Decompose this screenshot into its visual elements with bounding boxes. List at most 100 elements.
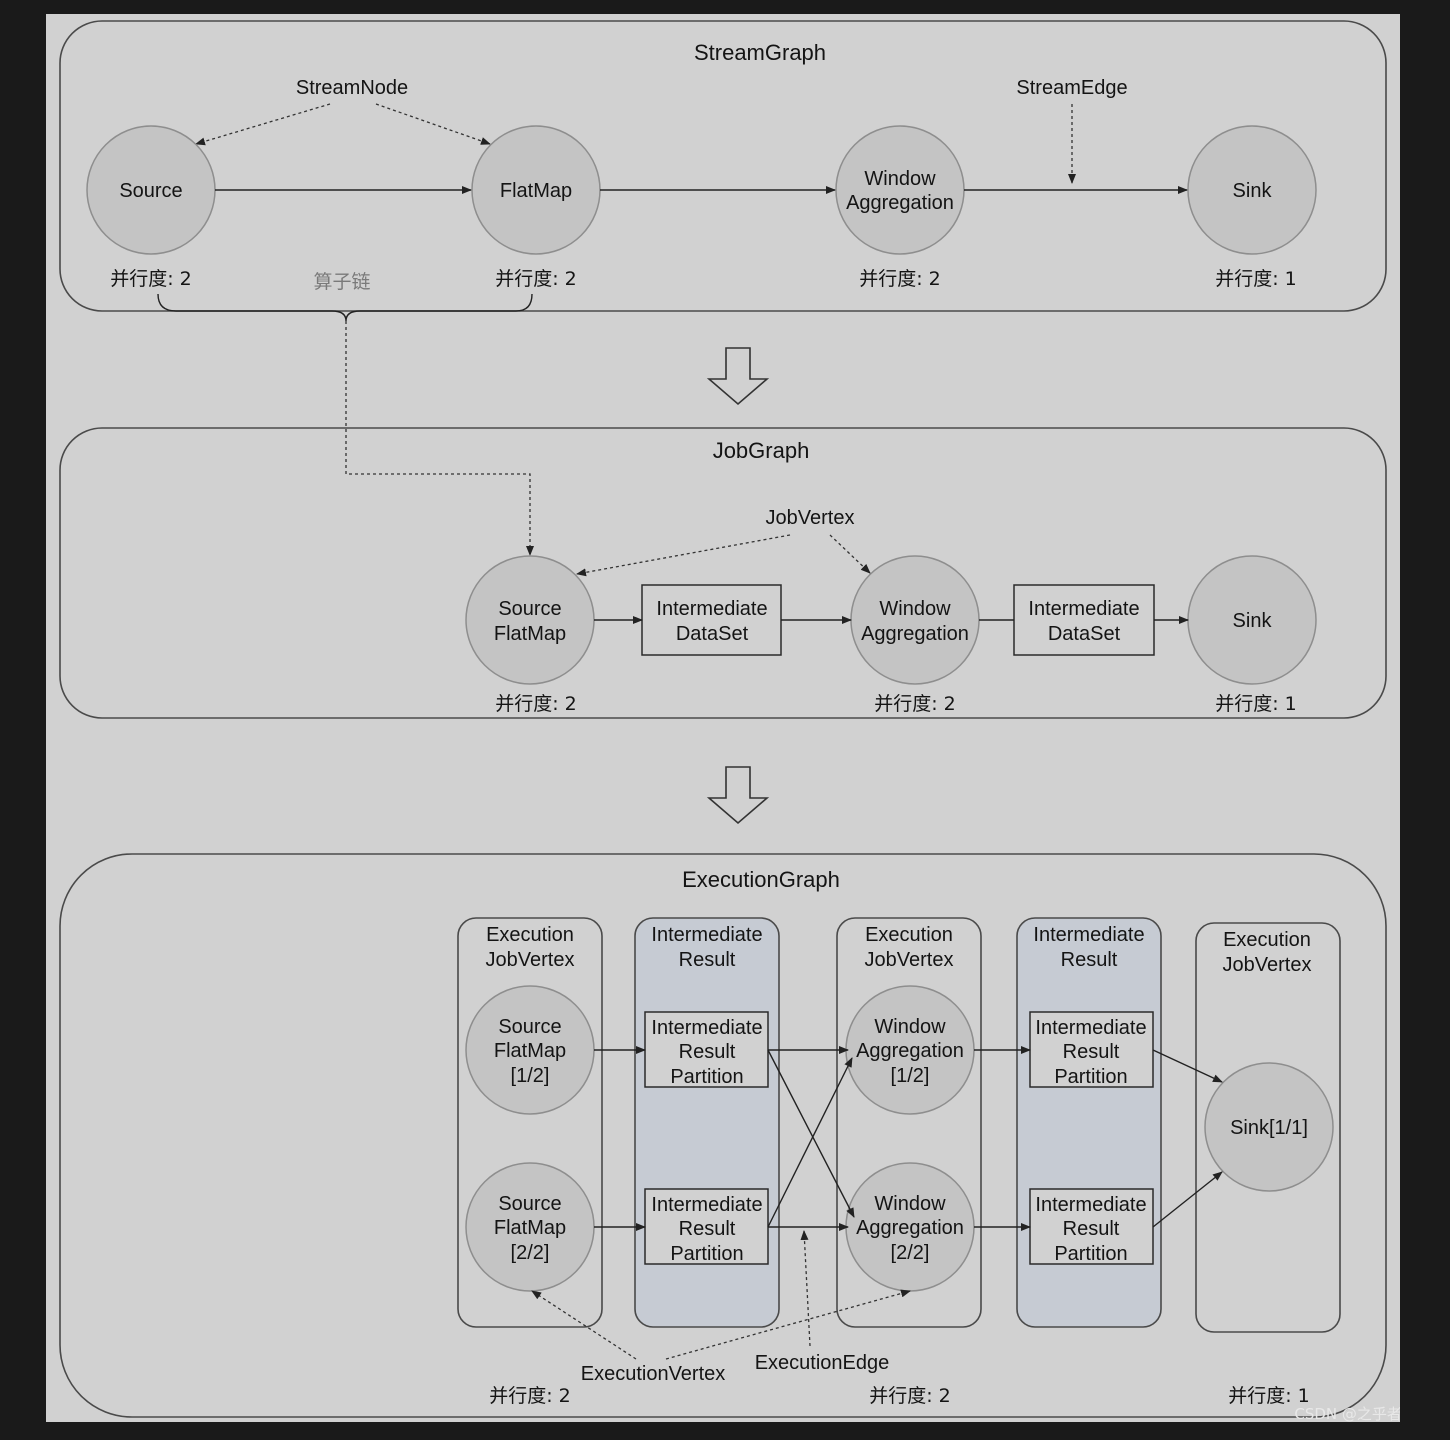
exec-edge-part-sink-2 [1152, 1171, 1223, 1228]
job-parallelism-sink: 并行度: 1 [1215, 693, 1297, 715]
exec-edge-pointer [800, 1230, 811, 1347]
execution-vertex-annotation: ExecutionVertex [581, 1363, 726, 1385]
job-vertex-window [850, 555, 980, 685]
stream-node-source-label: Source [119, 180, 182, 202]
job-vertex-source-label-1: Source [498, 598, 561, 620]
exec-partition-1b-line2: Result [679, 1218, 736, 1240]
exec-vertex-sink-label: Sink[1/1] [1230, 1117, 1308, 1139]
exec-partition-1a [644, 1011, 769, 1088]
diagram-canvas: StreamGraph StreamNode StreamEdge Source… [46, 14, 1400, 1422]
job-dataset-2-line2: DataSet [1048, 623, 1121, 645]
exec-column-4 [1016, 917, 1162, 1328]
job-vertex-sink-label: Sink [1233, 610, 1273, 632]
stream-parallelism-window: 并行度: 2 [859, 268, 941, 290]
stream-parallelism-sink: 并行度: 1 [1215, 268, 1297, 290]
transition-arrow-2 [706, 766, 770, 825]
job-parallelism-source: 并行度: 2 [495, 693, 577, 715]
executiongraph-title: ExecutionGraph [682, 867, 840, 892]
exec-vertex-pointer-right [665, 1289, 911, 1360]
exec-edge-part1-win2 [767, 1049, 855, 1218]
exec-vertex-pointer-left [531, 1290, 637, 1360]
exec-vertex-source-2-line3: [2/2] [511, 1242, 550, 1264]
exec-partition-1a-line1: Intermediate [651, 1017, 762, 1039]
exec-vertex-window-2-line1: Window [874, 1193, 946, 1215]
stream-node-sink-label: Sink [1233, 180, 1273, 202]
exec-column-5 [1195, 922, 1341, 1333]
operator-chain-pointer [345, 321, 534, 556]
transition-arrow-1 [706, 347, 770, 406]
stream-parallelism-flatmap: 并行度: 2 [495, 268, 577, 290]
exec-vertex-source-2-line2: FlatMap [494, 1217, 566, 1239]
stream-node-window-label-1: Window [864, 168, 936, 190]
exec-partition-2b-line1: Intermediate [1035, 1194, 1146, 1216]
operator-chain-brace [157, 293, 533, 322]
exec-partition-1b [644, 1188, 769, 1265]
exec-partition-2a-line2: Result [1063, 1041, 1120, 1063]
job-dataset-2 [1013, 584, 1155, 656]
exec-column-1 [457, 917, 603, 1328]
exec-partition-1a-line3: Partition [670, 1066, 743, 1088]
job-dataset-1-line2: DataSet [676, 623, 749, 645]
stream-node-sink [1187, 125, 1317, 255]
exec-column-4-header-1: Intermediate [1033, 924, 1144, 946]
job-vertex-window-label-1: Window [879, 598, 951, 620]
job-vertex-source-label-2: FlatMap [494, 623, 566, 645]
exec-vertex-window-1-line2: Aggregation [856, 1040, 964, 1062]
jobgraph-title: JobGraph [713, 438, 810, 463]
stream-parallelism-source: 并行度: 2 [110, 268, 192, 290]
exec-partition-2a-line3: Partition [1054, 1066, 1127, 1088]
exec-edge-part2-win1 [767, 1057, 853, 1228]
streamgraph-panel [59, 20, 1387, 312]
exec-vertex-sink [1204, 1062, 1334, 1192]
job-vertex-source-flatmap [465, 555, 595, 685]
exec-parallelism-source: 并行度: 2 [489, 1385, 571, 1407]
streamnode-annotation: StreamNode [296, 77, 408, 99]
exec-column-3 [836, 917, 982, 1328]
exec-column-5-header-1: Execution [1223, 929, 1311, 951]
exec-vertex-window-1-line1: Window [874, 1016, 946, 1038]
jobvertex-pointer-window [829, 534, 871, 574]
operator-chain-label: 算子链 [313, 271, 370, 293]
exec-column-1-header-1: Execution [486, 924, 574, 946]
exec-column-4-header-2: Result [1061, 949, 1118, 971]
execution-edge-annotation: ExecutionEdge [755, 1352, 890, 1374]
streamnode-pointer-flatmap [375, 103, 491, 145]
stream-node-flatmap-label: FlatMap [500, 180, 572, 202]
exec-partition-2b [1029, 1188, 1154, 1265]
exec-partition-2a-line1: Intermediate [1035, 1017, 1146, 1039]
exec-vertex-window-2-line3: [2/2] [891, 1242, 930, 1264]
exec-vertex-source-1-line3: [1/2] [511, 1065, 550, 1087]
exec-column-2 [634, 917, 780, 1328]
exec-partition-2b-line3: Partition [1054, 1243, 1127, 1265]
job-dataset-1-line1: Intermediate [656, 598, 767, 620]
exec-vertex-window-2-line2: Aggregation [856, 1217, 964, 1239]
stream-node-window [835, 125, 965, 255]
exec-column-2-header-2: Result [679, 949, 736, 971]
exec-partition-2a [1029, 1011, 1154, 1088]
exec-partition-1b-line3: Partition [670, 1243, 743, 1265]
job-vertex-window-label-2: Aggregation [861, 623, 969, 645]
exec-column-3-header-2: JobVertex [865, 949, 954, 971]
exec-edge-part-sink-1 [1152, 1049, 1223, 1083]
jobvertex-annotation: JobVertex [766, 507, 855, 529]
job-dataset-2-line1: Intermediate [1028, 598, 1139, 620]
streamgraph-title: StreamGraph [694, 40, 826, 65]
exec-partition-1b-line1: Intermediate [651, 1194, 762, 1216]
jobvertex-pointer-source [576, 534, 791, 577]
exec-partition-1a-line2: Result [679, 1041, 736, 1063]
streamnode-pointer-source [195, 103, 331, 146]
stream-node-window-label-2: Aggregation [846, 192, 954, 214]
diagram-svg: StreamGraph StreamNode StreamEdge Source… [59, 20, 1400, 1422]
exec-vertex-window-1-line3: [1/2] [891, 1065, 930, 1087]
exec-column-1-header-2: JobVertex [486, 949, 575, 971]
exec-parallelism-window: 并行度: 2 [869, 1385, 951, 1407]
exec-parallelism-sink: 并行度: 1 [1228, 1385, 1310, 1407]
exec-column-5-header-2: JobVertex [1223, 954, 1312, 976]
streamedge-annotation: StreamEdge [1016, 77, 1127, 99]
watermark-text: CSDN @之乎者也· [1294, 1405, 1400, 1422]
job-parallelism-window: 并行度: 2 [874, 693, 956, 715]
exec-column-3-header-1: Execution [865, 924, 953, 946]
executiongraph-panel [59, 853, 1387, 1418]
exec-vertex-source-1-line1: Source [498, 1016, 561, 1038]
exec-partition-2b-line2: Result [1063, 1218, 1120, 1240]
